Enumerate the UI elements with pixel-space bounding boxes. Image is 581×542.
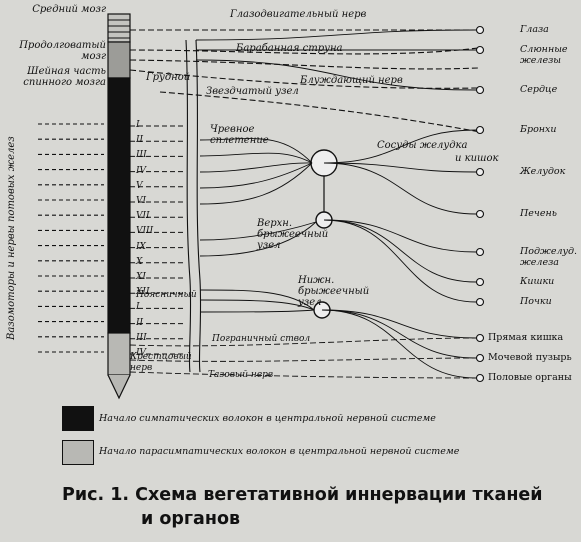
legend-sympathetic-swatch bbox=[62, 406, 94, 431]
spinal-cord bbox=[107, 13, 131, 400]
label-midbrain: Средний мозг bbox=[32, 4, 106, 15]
segment-label: III bbox=[136, 150, 147, 161]
segment-label: VII bbox=[136, 211, 150, 222]
organ-label: Бронхи bbox=[520, 124, 557, 135]
label-intestine-vessels: и кишок bbox=[455, 153, 499, 164]
organ-label: Прямая кишка bbox=[488, 332, 564, 343]
label-superior-mesenteric: Верхн. брыжеечный узел bbox=[257, 218, 329, 251]
segment-label: XII bbox=[136, 287, 150, 298]
segment-label: IV bbox=[136, 165, 147, 176]
fibre-lines bbox=[129, 29, 477, 379]
segment-label: V bbox=[136, 180, 143, 191]
organ-label: Желудок bbox=[520, 166, 566, 177]
organ-label: Почки bbox=[520, 296, 552, 307]
segment-label: IX bbox=[136, 241, 146, 252]
label-vagus-nerve: Блуждающий нерв bbox=[300, 75, 403, 86]
organ-label: Печень bbox=[520, 208, 557, 219]
label-cervical-cord: Шейная часть спинного мозга bbox=[23, 66, 106, 88]
segment-label: VIII bbox=[136, 226, 154, 237]
label-chorda-tympani: Барабанная струна bbox=[236, 43, 343, 54]
segment-label: II bbox=[136, 317, 144, 328]
segment-label: VI bbox=[136, 196, 147, 206]
label-lumbar: Поясничный bbox=[136, 290, 197, 300]
organ-label: Слюнные железы bbox=[520, 44, 568, 66]
organ-label: Мочевой пузырь bbox=[488, 352, 572, 363]
organ-label: Поджелуд. железа bbox=[520, 246, 578, 268]
border-trunk bbox=[185, 39, 202, 373]
segment-label: I bbox=[136, 302, 140, 313]
legend-parasympathetic-swatch bbox=[62, 440, 94, 465]
segment-label: II bbox=[136, 135, 144, 146]
label-celiac-plexus: Чревное сплетение bbox=[210, 124, 269, 146]
cranial-nerves bbox=[129, 29, 481, 133]
label-thoracic: Грудной bbox=[146, 72, 191, 83]
segment-label: III bbox=[136, 332, 147, 343]
organ-label: Кишки bbox=[520, 276, 555, 287]
segment-label: I bbox=[136, 120, 140, 130]
label-inferior-mesenteric: Нижн. брыжеечный узел bbox=[298, 275, 370, 308]
label-gastric-vessels: Сосуды желудка bbox=[377, 140, 468, 151]
segment-label: IV bbox=[136, 348, 147, 358]
organ-endpoints bbox=[475, 25, 485, 383]
organ-label: Сердце bbox=[520, 84, 558, 95]
segment-nerves bbox=[130, 125, 186, 355]
organ-label: Глаза bbox=[520, 24, 549, 35]
segment-label: X bbox=[136, 256, 143, 267]
label-pelvic-nerve: Тазовый нерв bbox=[208, 370, 274, 380]
label-stellate-ganglion: Звездчатый узел bbox=[206, 86, 299, 97]
vasomotor-ticks bbox=[38, 123, 104, 353]
legend-sympathetic-text: Начало симпатических волокон в центральн… bbox=[99, 413, 436, 424]
organ-label: Половые органы bbox=[488, 372, 572, 383]
label-oculomotor-nerve: Глазодвигательный нерв bbox=[230, 9, 367, 20]
figure-caption-line2: и органов bbox=[141, 509, 241, 529]
legend-parasympathetic-text: Начало парасимпатических волокон в центр… bbox=[99, 446, 460, 457]
label-border-trunk: Пограничный ствол bbox=[212, 334, 311, 344]
figure-caption-line1: Рис. 1. Схема вегетативной иннервации тк… bbox=[62, 485, 543, 505]
segment-label: XI bbox=[136, 272, 146, 282]
label-sacral-nerve: Крестцовый нерв bbox=[130, 352, 192, 373]
label-vasomotor: Вазомоторы и нервы потовых желез bbox=[6, 136, 17, 340]
label-medulla: Продолговатый мозг bbox=[19, 40, 106, 62]
